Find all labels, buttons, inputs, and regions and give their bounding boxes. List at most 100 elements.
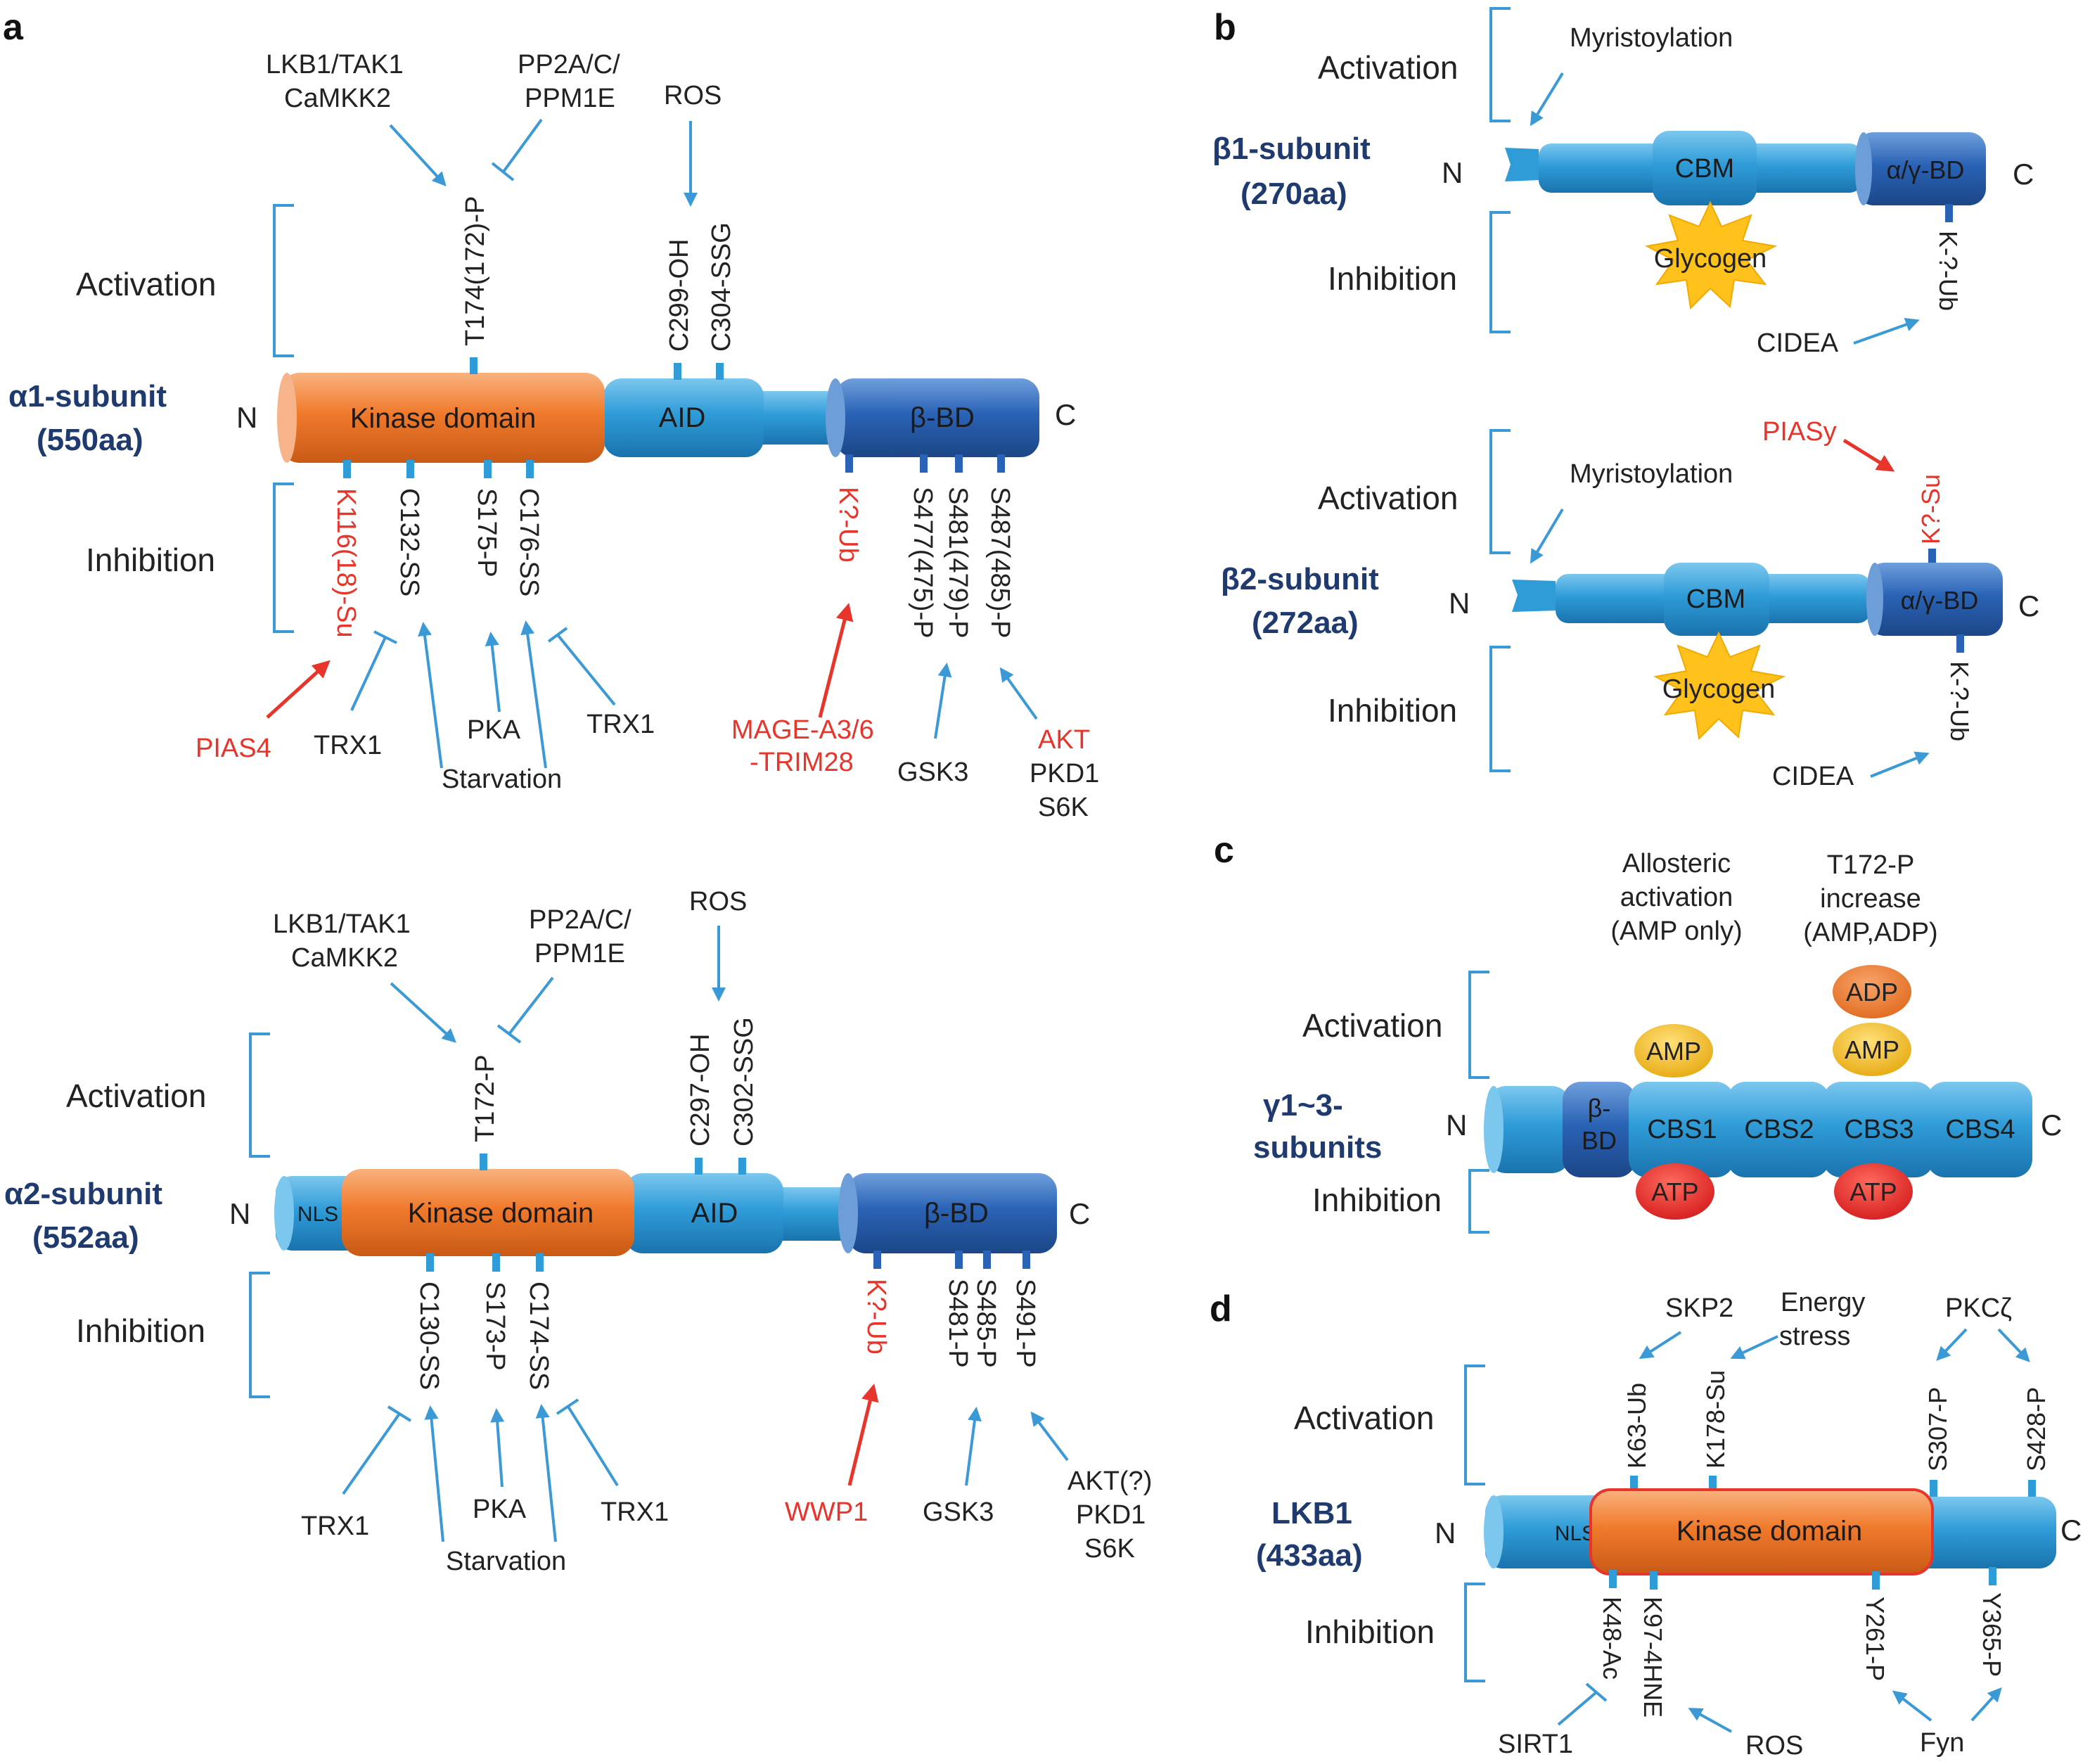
cbm-label: CBM	[1686, 584, 1745, 614]
site-c132: C132-SS	[395, 488, 424, 596]
myristoyl-tail	[1505, 148, 1540, 181]
reg-pias4: PIAS4	[195, 734, 271, 763]
arrow-pka	[490, 1408, 505, 1488]
reg-cidea: CIDEA	[1757, 328, 1839, 358]
cbs3-domain	[1823, 1082, 1934, 1177]
c-terminus: C	[1069, 1197, 1090, 1230]
activation-label: Activation	[1294, 1400, 1434, 1436]
arrow-wwp1	[847, 1383, 879, 1486]
nls-label: NLS	[297, 1203, 338, 1226]
reg-ros: ROS	[664, 81, 722, 110]
inhibition-arrow	[508, 976, 554, 1035]
reg-trx1-b: TRX1	[586, 710, 655, 739]
site-k-su: K?-Su	[1916, 474, 1945, 544]
activation-bracket	[249, 1033, 270, 1158]
kinase-domain	[280, 373, 605, 463]
reg-camkk2: CaMKK2	[291, 943, 398, 973]
site-s307: S307-P	[1923, 1387, 1952, 1471]
reg-camkk2: CaMKK2	[284, 84, 391, 113]
inhibition-label: Inhibition	[1305, 1613, 1435, 1650]
c-terminus: C	[2041, 1108, 2062, 1142]
reg-akt: AKT	[1038, 725, 1090, 755]
panel-letter-a: a	[3, 7, 24, 48]
site-k-ub: K?-Ub	[861, 1279, 891, 1355]
arrow-activation	[389, 124, 447, 186]
cbs3-label: CBS3	[1844, 1115, 1913, 1144]
subunit-name-1: γ1~3-	[1263, 1088, 1343, 1123]
cbs2-label: CBS2	[1744, 1115, 1814, 1144]
kinase-domain	[342, 1169, 634, 1256]
reg-lkb1: LKB1/TAK1	[273, 909, 411, 939]
arrow-gsk3	[965, 1407, 982, 1486]
site-s477: S477(475)-P	[908, 487, 937, 638]
reg-pka: PKA	[473, 1495, 527, 1524]
c-terminus: C	[2013, 158, 2034, 191]
inhibition-sirt1	[1557, 1691, 1598, 1726]
agbd-domain	[1857, 132, 1986, 205]
inhibition-bracket	[1489, 646, 1511, 772]
reg-akt: AKT(?)	[1068, 1466, 1152, 1496]
reg-trx1-b: TRX1	[601, 1497, 669, 1527]
myristoylation: Myristoylation	[1570, 459, 1733, 489]
reg-ros: ROS	[1745, 1731, 1803, 1760]
site-k48: K48-Ac	[1598, 1597, 1627, 1680]
panel-c-gamma: c Allosteric activation (AMP only) T172-…	[1214, 830, 2062, 1234]
inhibition-trx1	[342, 1412, 401, 1495]
glycogen-label: Glycogen	[1654, 244, 1767, 274]
subunit-length: (550aa)	[37, 423, 143, 457]
site-s173: S173-P	[480, 1282, 510, 1371]
reg-wwp1: WWP1	[785, 1497, 868, 1527]
panel-b-beta2: PIASy K?-Su Activation Inhibition Myrist…	[1221, 417, 2039, 791]
reg-trx1: TRX1	[314, 731, 382, 760]
agbd-label: α/γ-BD	[1887, 155, 1965, 184]
arrow-starvation	[424, 1405, 444, 1542]
site-s487: S487(485)-P	[985, 487, 1015, 638]
site-c304: C304-SSG	[707, 222, 736, 352]
reg-pp2a: PP2A/C/	[529, 905, 632, 935]
site-c302: C302-SSG	[729, 1017, 759, 1146]
reg-pkcz: PKCζ	[1945, 1293, 2012, 1323]
inhibition-bracket	[1464, 1583, 1485, 1682]
inhibition-bracket	[273, 482, 294, 633]
activation-bracket	[1489, 7, 1511, 122]
atp-label: ATP	[1651, 1177, 1698, 1206]
inhibition-label: Inhibition	[86, 542, 215, 578]
site-c176: C176-SS	[514, 488, 544, 596]
beta-bd-label: β-BD	[910, 402, 975, 433]
arrow-pkcz-a	[1936, 1328, 1968, 1361]
site-c299: C299-OH	[665, 239, 694, 352]
n-terminus: N	[1435, 1516, 1456, 1549]
arrow-activation	[390, 982, 456, 1043]
panel-b-beta1: b Activation Inhibition Myristoylation β…	[1212, 7, 2034, 358]
arrow-pkcz-b	[1997, 1328, 2030, 1362]
panel-a-alpha1: a Activation Inhibition α1-subunit (550a…	[3, 7, 1099, 822]
activation-bracket	[273, 204, 294, 357]
cbm-domain	[1653, 131, 1757, 205]
site-k-ub: K?-Ub	[833, 487, 863, 563]
subunit-name: α2-subunit	[4, 1177, 162, 1211]
inhibition-bracket	[1489, 211, 1511, 333]
inhibition-arrow	[502, 118, 543, 173]
activation-bracket	[1489, 429, 1511, 554]
arrow-gsk3	[934, 663, 952, 739]
panel-letter-d: d	[1210, 1289, 1232, 1329]
site-k116: K116(18)-Su	[331, 488, 361, 638]
arrow-cidea	[1870, 751, 1930, 778]
beta-bd-domain	[1563, 1082, 1636, 1177]
activation-label: Activation	[1318, 480, 1458, 516]
site-s491: S491-P	[1011, 1279, 1040, 1368]
reg-s6k: S6K	[1084, 1534, 1135, 1564]
amp-ligand-2	[1833, 1023, 1911, 1076]
subunit-name: LKB1	[1271, 1496, 1352, 1530]
beta-bd-label-1: β-	[1588, 1094, 1611, 1123]
arrow-pka	[485, 632, 501, 712]
reg-trx1: TRX1	[301, 1511, 369, 1541]
cbs2-domain	[1727, 1082, 1830, 1177]
inhibition-trx1-b	[557, 634, 616, 706]
reg-energy: Energy	[1781, 1288, 1865, 1317]
arrow-ros	[1688, 1708, 1732, 1733]
c-terminus: C	[1055, 398, 1076, 431]
atp-ligand-2	[1834, 1163, 1913, 1220]
kinase-label: Kinase domain	[408, 1198, 594, 1229]
